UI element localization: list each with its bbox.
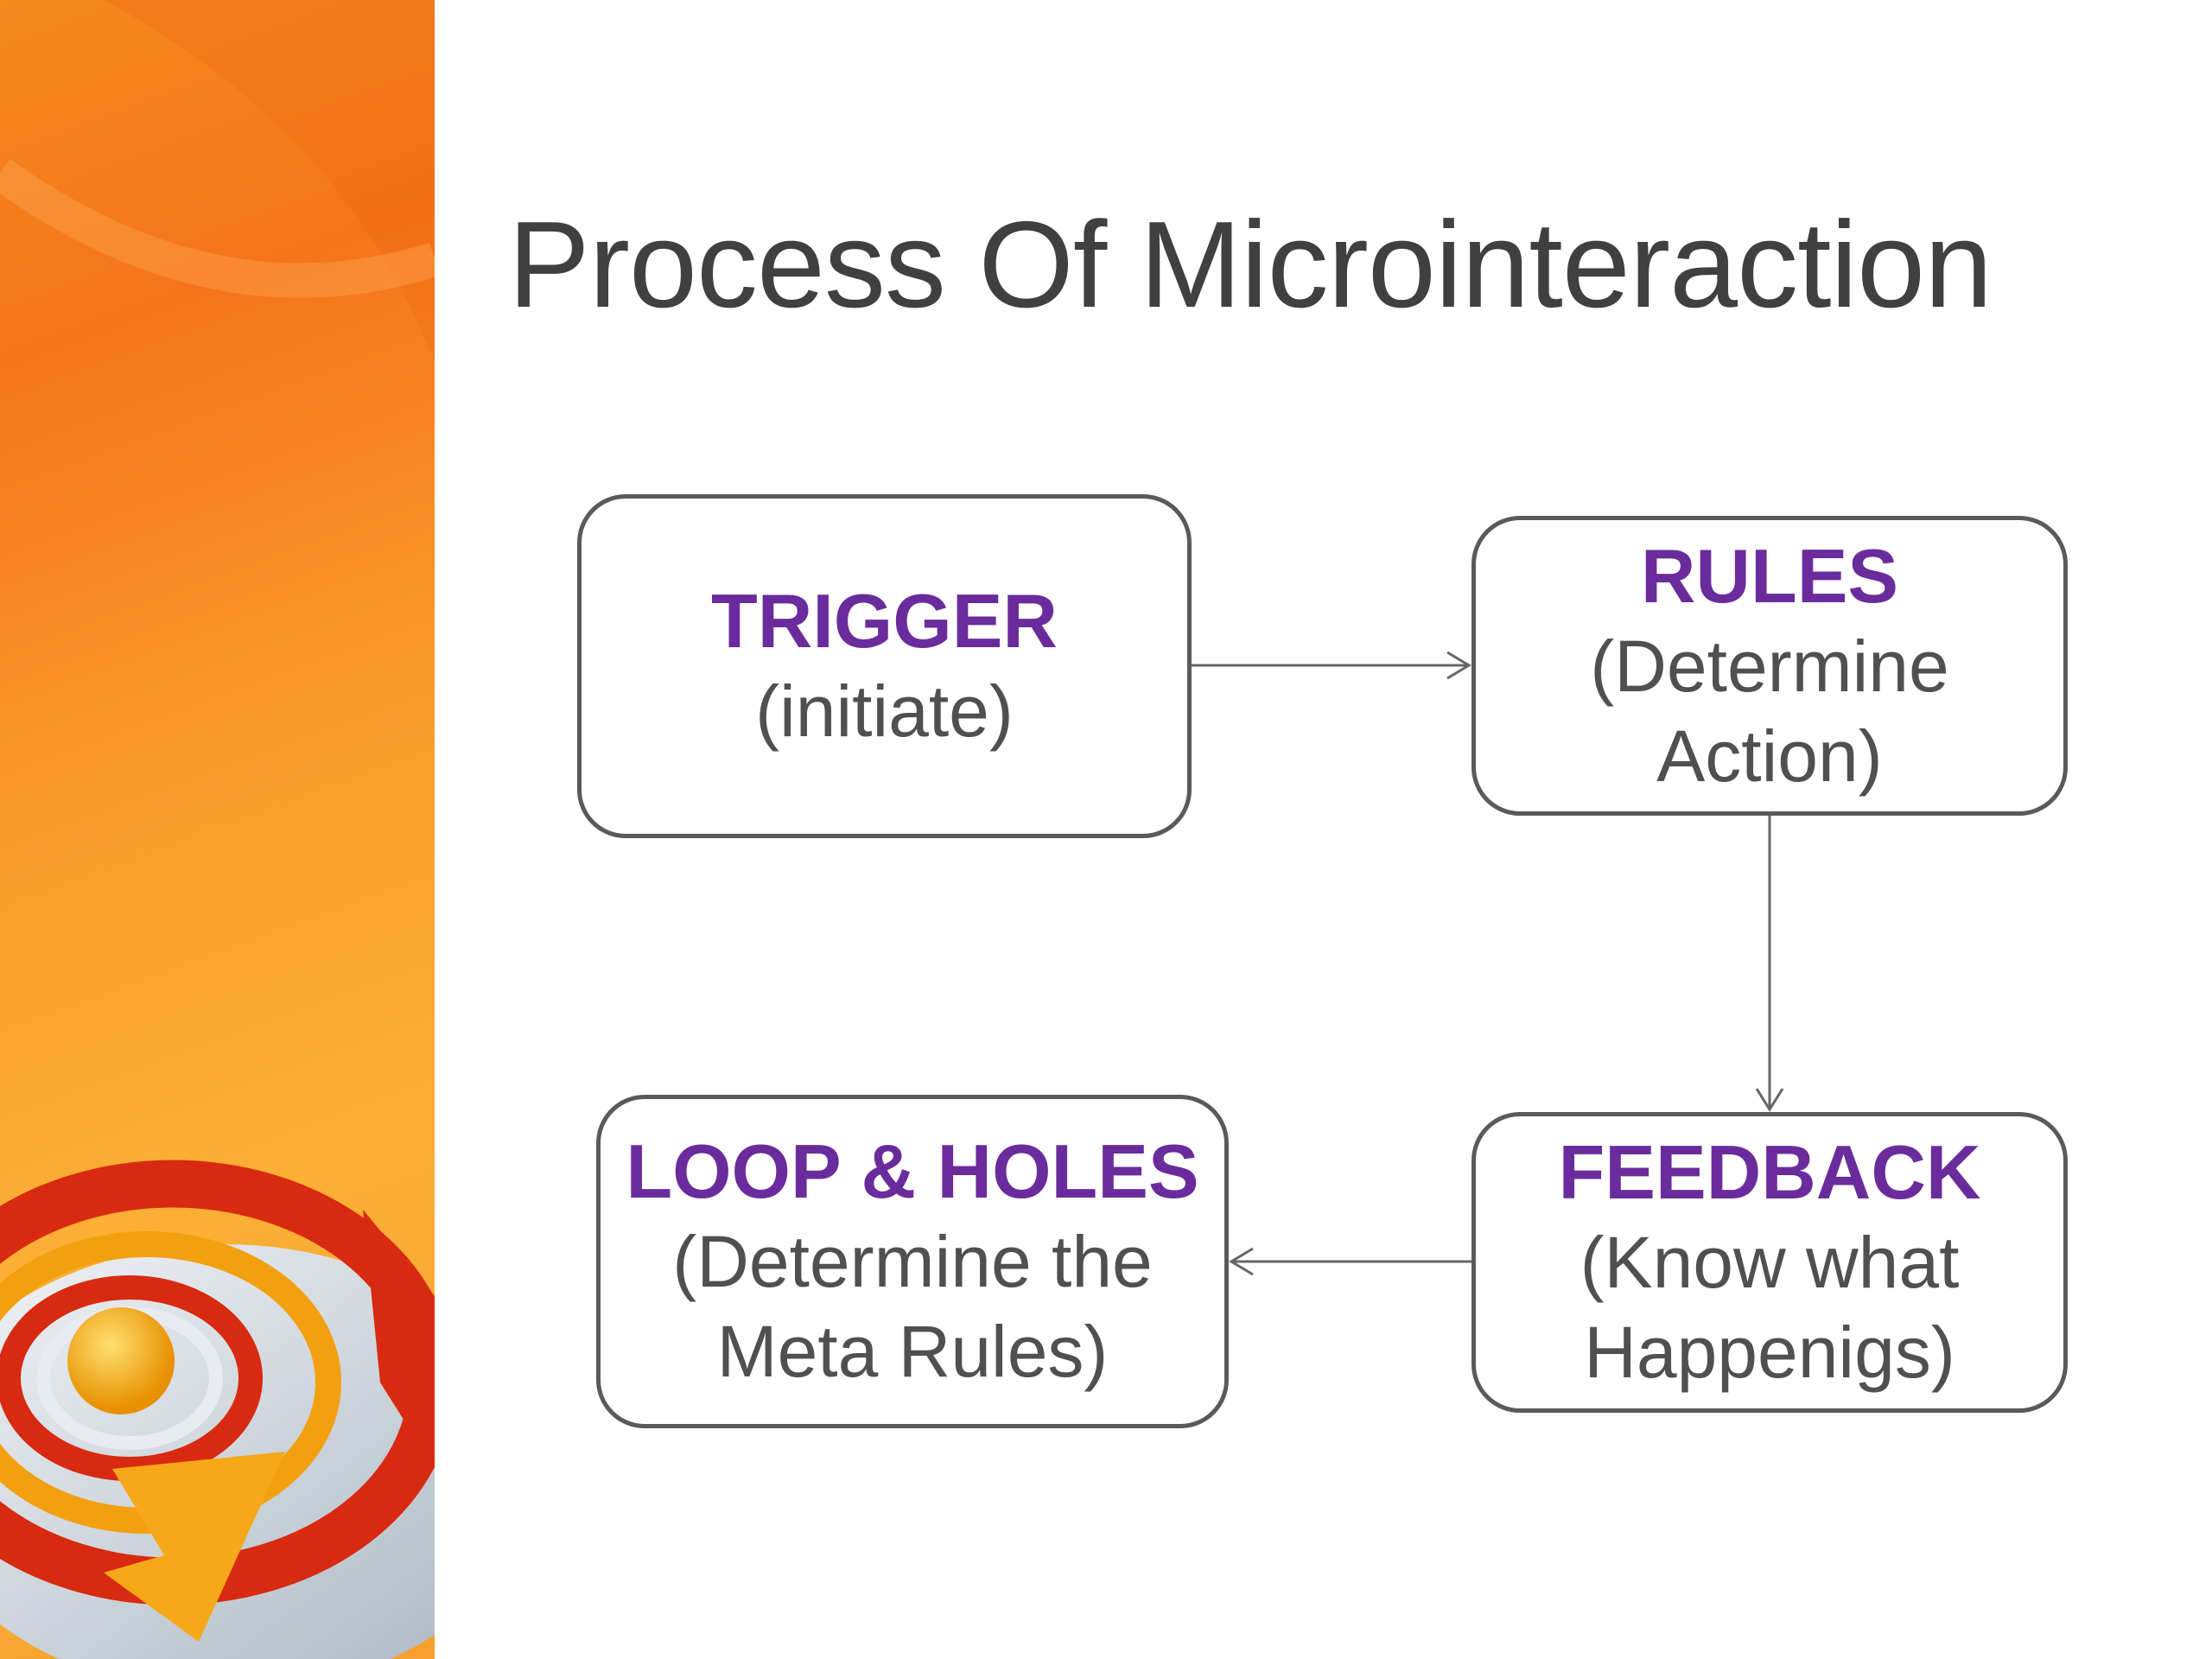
step-description: (Determine the: [672, 1221, 1153, 1302]
step-rules: RULES (Determine Action): [1471, 516, 2068, 816]
step-description: Meta Rules): [716, 1311, 1109, 1392]
step-description: Action): [1656, 715, 1883, 797]
swirl-graphic-icon: [0, 0, 435, 1659]
page-title: Process Of Microinteraction: [508, 196, 1993, 334]
step-description: Happenigs): [1584, 1312, 1955, 1393]
step-trigger: TRIGGER (initiate): [577, 494, 1192, 838]
decorative-sidebar: [0, 0, 435, 1659]
step-description: (Determine: [1590, 625, 1949, 707]
step-heading: FEEDBACK: [1558, 1129, 1981, 1215]
step-heading: LOOP & HOLES: [626, 1128, 1199, 1214]
step-heading: TRIGGER: [711, 578, 1058, 664]
step-description: (Know what: [1580, 1222, 1960, 1303]
step-heading: RULES: [1640, 532, 1899, 619]
step-loop-and-holes: LOOP & HOLES (Determine the Meta Rules): [596, 1095, 1229, 1428]
step-description: (initiate): [755, 671, 1014, 752]
step-feedback: FEEDBACK (Know what Happenigs): [1471, 1112, 2068, 1413]
